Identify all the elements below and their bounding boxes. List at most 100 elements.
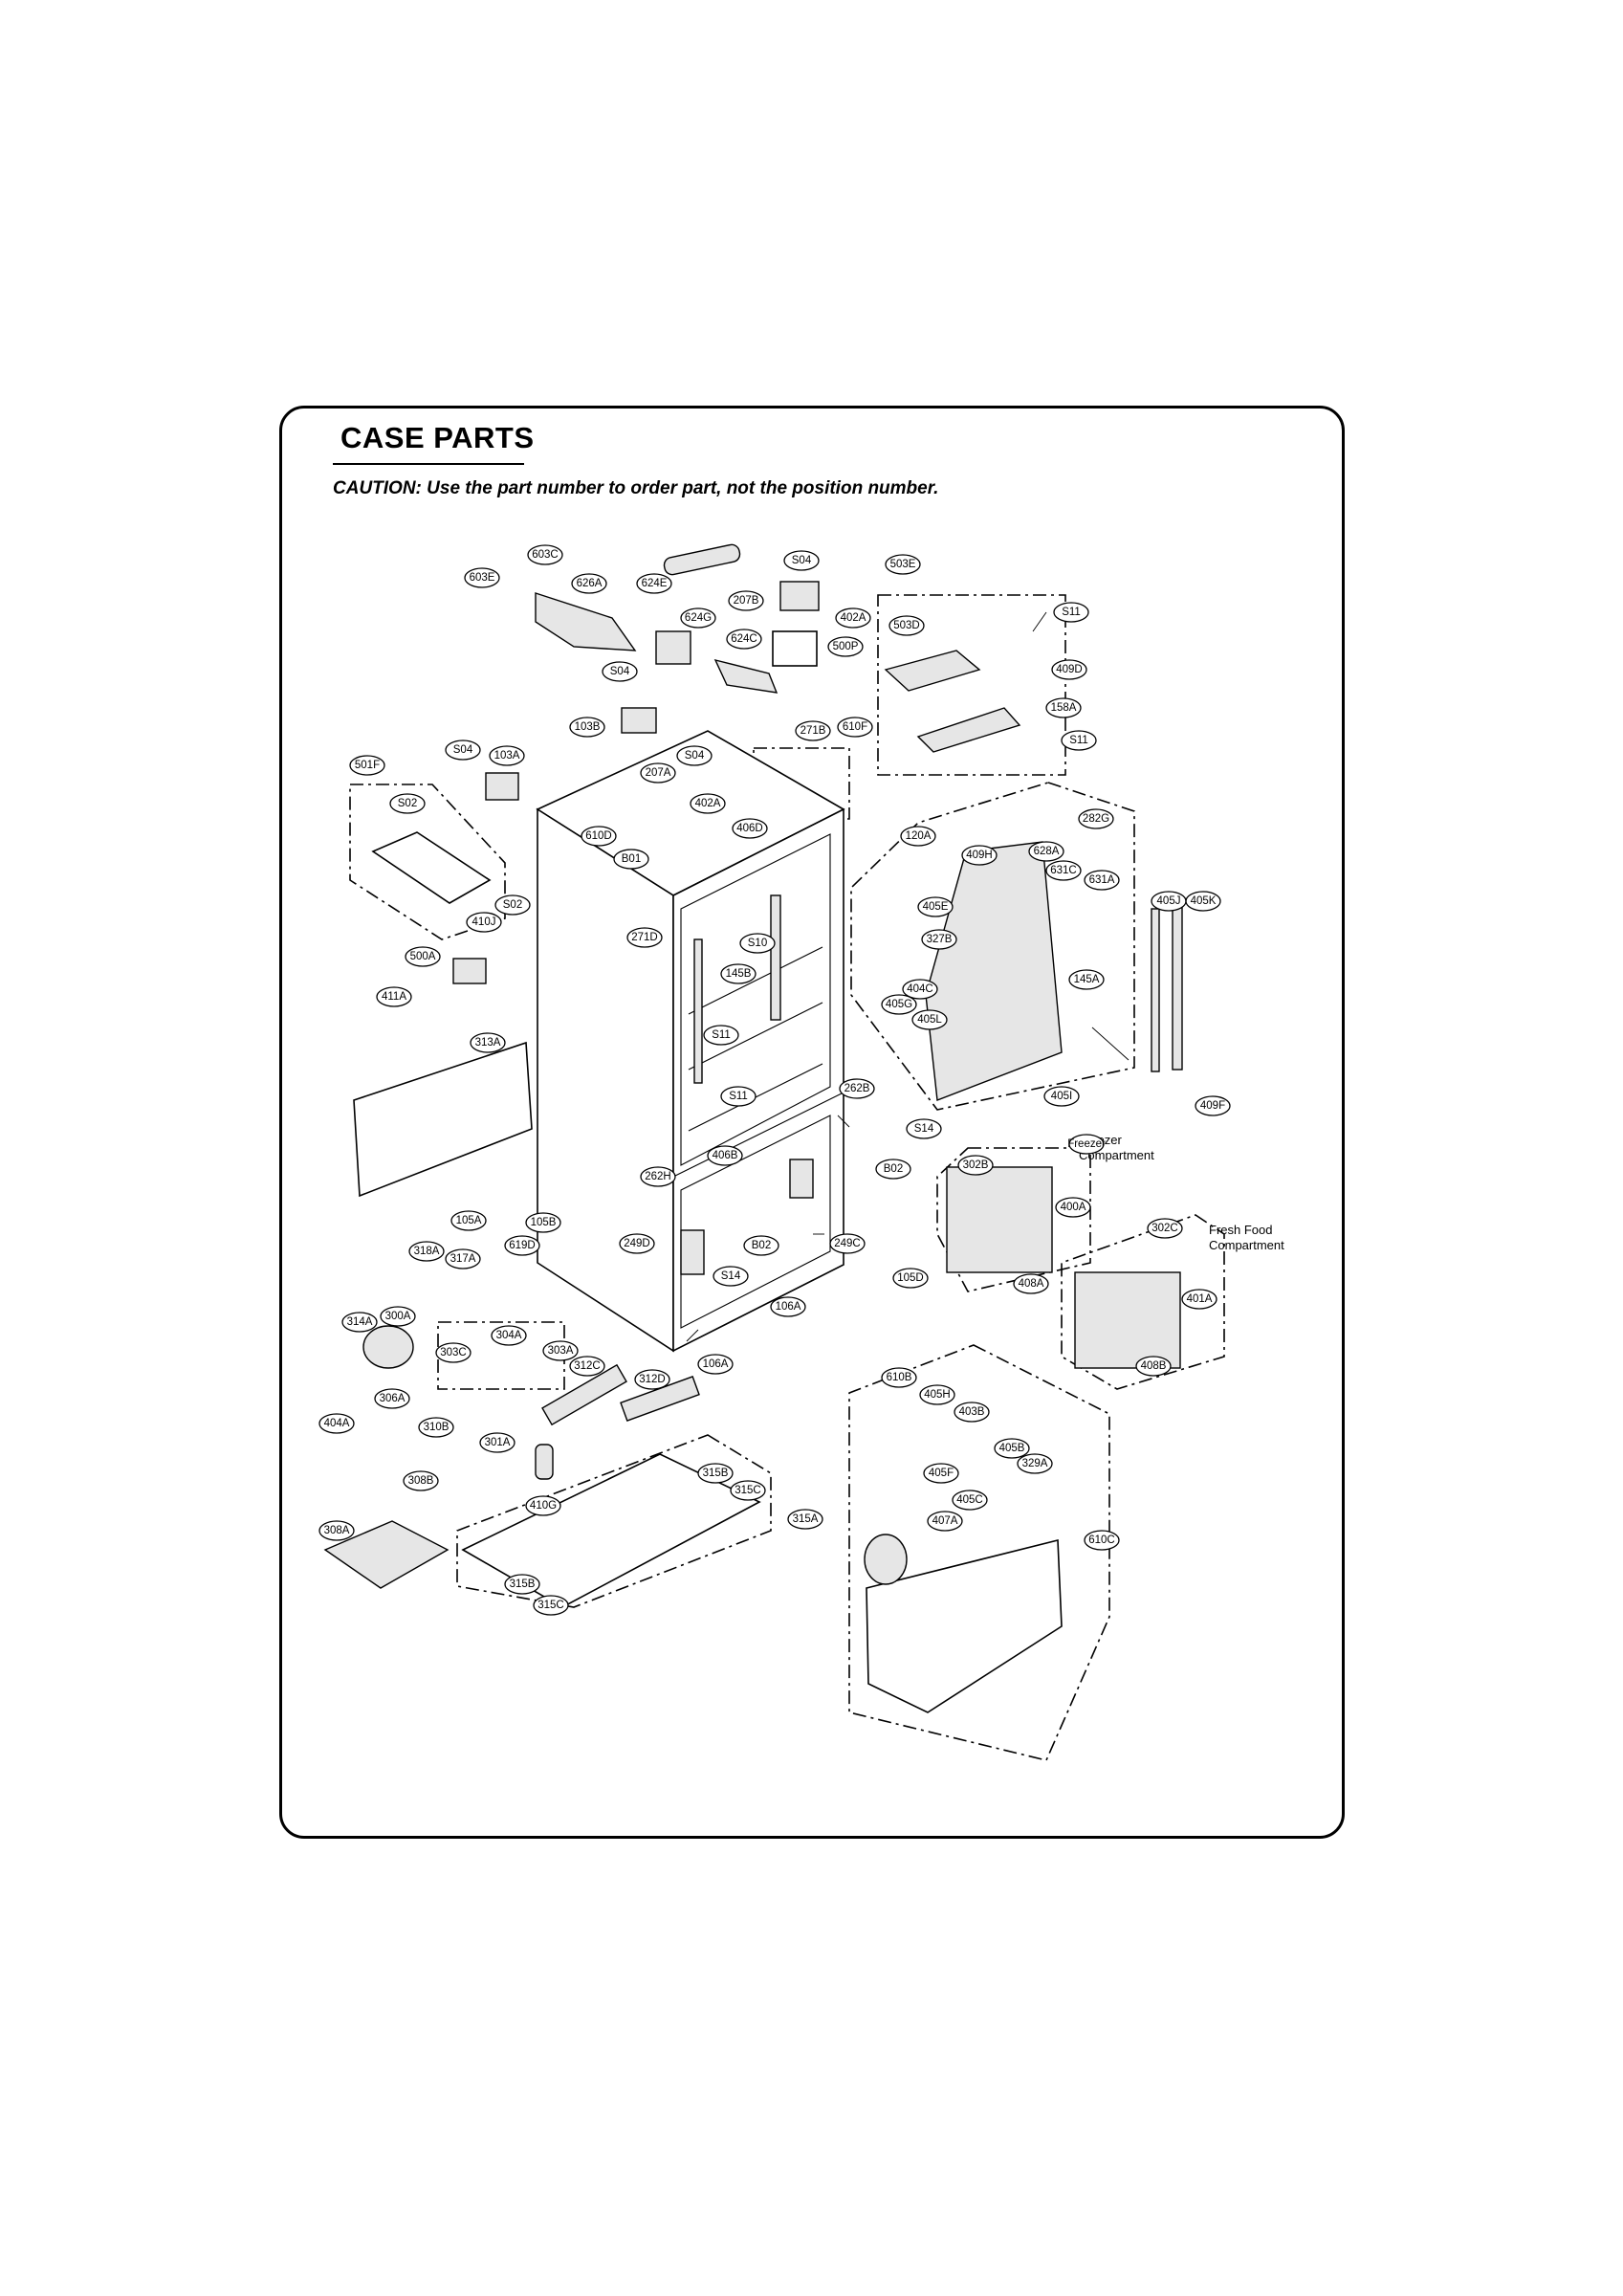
callout-oval	[504, 1574, 540, 1595]
callout-oval	[994, 1438, 1030, 1459]
callout-S04: S04	[602, 661, 638, 682]
callout-610B: 610B	[881, 1367, 917, 1388]
callout-405I: 405I	[1043, 1086, 1080, 1107]
drawer-slide-left	[680, 1229, 705, 1275]
callout-label: 105D	[897, 1272, 924, 1284]
callout-oval	[680, 607, 716, 629]
callout-label: 405G	[886, 999, 912, 1010]
callout-label: S14	[721, 1270, 741, 1282]
callout-label: S02	[398, 798, 417, 809]
callout-oval	[911, 1009, 948, 1030]
part-626A-tray	[535, 592, 637, 651]
callout-610F: 610F	[837, 717, 873, 738]
callout-label: 610C	[1088, 1534, 1115, 1546]
callout-308B: 308B	[403, 1470, 439, 1491]
callout-oval	[881, 1367, 917, 1388]
callout-406B: 406B	[707, 1145, 743, 1166]
title-underline	[333, 463, 524, 465]
group-top-right-tray	[877, 594, 1066, 776]
callout-282G: 282G	[1078, 808, 1114, 829]
callout-207A: 207A	[640, 762, 676, 784]
callout-401A: 401A	[1181, 1289, 1217, 1310]
callout-oval	[450, 1210, 487, 1231]
callout-label: S04	[685, 750, 705, 762]
callout-405F: 405F	[923, 1463, 959, 1484]
callout-oval	[494, 894, 531, 916]
callout-158A: 158A	[1045, 697, 1082, 718]
callout-label: 313A	[475, 1037, 501, 1049]
callout-label: 262H	[645, 1171, 671, 1182]
callout-label: 408A	[1019, 1278, 1044, 1290]
callout-oval	[730, 1480, 766, 1501]
callout-402A: 402A	[835, 607, 871, 629]
callout-label: S11	[712, 1029, 731, 1041]
callout-label: 603C	[532, 549, 559, 561]
callout-501F: 501F	[349, 755, 385, 776]
callout-oval	[1013, 1273, 1049, 1294]
callout-624C: 624C	[726, 629, 762, 650]
callout-oval	[1078, 808, 1114, 829]
callout-label: 500P	[833, 641, 859, 652]
callout-label: S04	[610, 666, 630, 677]
callout-label: 105B	[531, 1217, 557, 1228]
callout-B02: B02	[875, 1159, 911, 1180]
callout-label: 610F	[843, 721, 867, 733]
callout-label: 631A	[1089, 874, 1115, 886]
part-301A-capacitor	[535, 1444, 554, 1480]
callout-oval	[720, 1086, 757, 1107]
group-fresh-duct	[848, 1344, 1110, 1761]
caution-note: CAUTION: Use the part number to order pa…	[333, 478, 939, 498]
callout-304A: 304A	[491, 1325, 527, 1346]
callout-label: 315C	[735, 1485, 761, 1496]
callout-610C: 610C	[1084, 1530, 1120, 1551]
callout-105D: 105D	[892, 1268, 929, 1289]
callout-oval	[569, 1356, 605, 1377]
callout-403B: 403B	[954, 1402, 990, 1423]
part-503D-panel	[884, 650, 981, 692]
callout-313A: 313A	[470, 1032, 506, 1053]
part-624G-block	[655, 630, 691, 665]
callout-label: 312D	[639, 1374, 666, 1385]
callout-label: 249D	[624, 1238, 650, 1249]
page-title: CASE PARTS	[340, 421, 535, 454]
part-103B-cover	[621, 707, 657, 734]
callout-label: 405H	[924, 1389, 951, 1401]
callout-303A: 303A	[542, 1340, 579, 1361]
callout-label: 503D	[893, 620, 920, 631]
callout-label: 501F	[355, 760, 380, 771]
callout-409F: 409F	[1195, 1095, 1231, 1116]
callout-label: 405C	[956, 1494, 983, 1506]
callout-oval	[900, 826, 936, 847]
callout-label: 405J	[1157, 895, 1181, 907]
callout-oval	[464, 567, 500, 588]
callout-S04: S04	[783, 550, 820, 571]
part-408A-evaporator	[946, 1166, 1053, 1273]
callout-S14: S14	[906, 1118, 942, 1139]
callout-S02: S02	[389, 793, 426, 814]
group-compressor-sub	[437, 1321, 565, 1390]
callout-oval	[881, 994, 917, 1015]
callout-oval	[613, 849, 649, 870]
callout-oval	[957, 1155, 994, 1176]
callout-oval	[690, 793, 726, 814]
callout-label: 405E	[923, 901, 949, 913]
callout-408B: 408B	[1135, 1356, 1172, 1377]
callout-label: S11	[729, 1091, 748, 1102]
callout-oval	[703, 1025, 739, 1046]
callout-oval	[525, 1212, 561, 1233]
callout-label: 304A	[496, 1330, 522, 1341]
callout-label: 404C	[907, 983, 933, 995]
callout-oval	[829, 1233, 866, 1254]
callout-405J: 405J	[1151, 891, 1187, 912]
callout-oval	[435, 1342, 472, 1363]
callout-label: 610D	[585, 830, 612, 842]
callout-oval	[1135, 1356, 1172, 1377]
callout-oval	[720, 963, 757, 984]
callout-label: 103A	[494, 750, 520, 762]
callout-label: 410J	[472, 916, 496, 928]
part-313A-backpanel	[353, 1041, 533, 1198]
part-103A-cover	[485, 772, 519, 801]
callout-oval	[445, 740, 481, 761]
callout-oval	[341, 1312, 378, 1333]
callout-oval	[418, 1417, 454, 1438]
